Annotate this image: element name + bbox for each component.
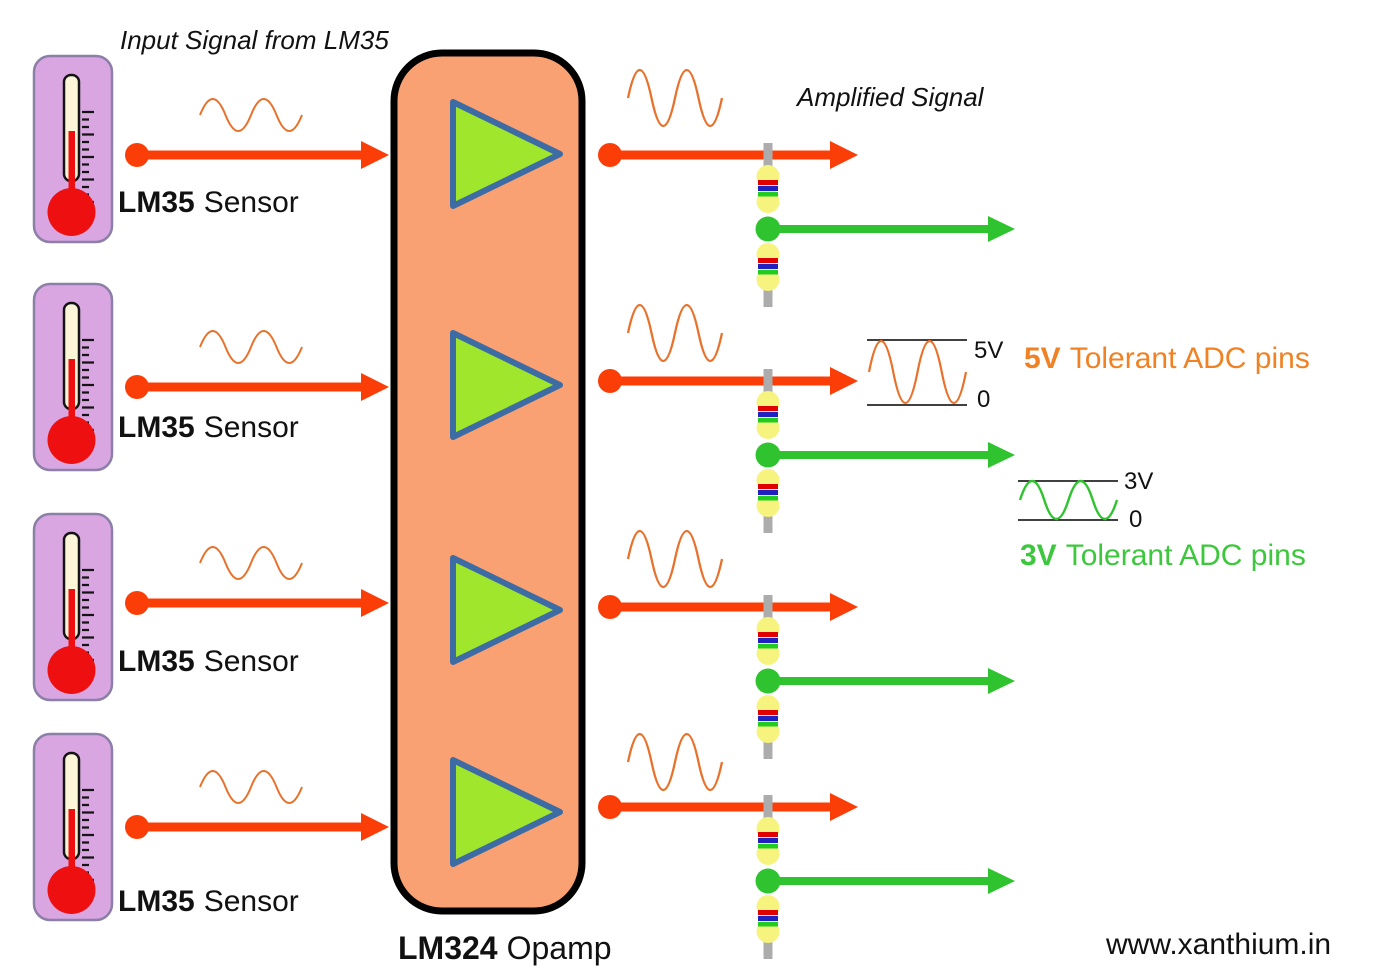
divided-output-arrow — [768, 216, 1015, 242]
thermometer-icon — [32, 282, 114, 472]
input-sine-wave-icon — [199, 546, 303, 580]
resistor-divider — [756, 795, 781, 959]
thermometer-icon — [32, 512, 114, 702]
divided-output-arrow — [768, 442, 1015, 468]
website-label: www.xanthium.in — [1105, 928, 1331, 961]
input-sine-wave-icon — [199, 330, 303, 364]
input-arrow — [125, 373, 389, 401]
amplified-sine-wave-icon — [626, 68, 724, 128]
voltage-bound-lines — [867, 339, 967, 406]
amplified-sine-wave-icon — [626, 303, 724, 363]
amplified-sine-wave-icon — [626, 529, 724, 589]
lm324-opamp-block — [390, 49, 586, 915]
5v-sine-wave-icon — [867, 339, 968, 405]
5v-zero-label: 0 — [977, 386, 990, 413]
adc-5v-waveform-annotation: 5V 0 — [867, 337, 1003, 413]
input-sine-wave-icon — [199, 770, 303, 804]
resistor-divider — [756, 595, 781, 759]
resistor-divider — [756, 143, 781, 307]
input-arrow — [125, 813, 389, 841]
amplified-sine-wave-icon — [626, 732, 724, 792]
divided-output-arrow — [768, 668, 1015, 694]
thermometer-icon — [32, 54, 114, 244]
input-signal-title: Input Signal from LM35 — [120, 25, 389, 55]
input-arrow — [125, 141, 389, 169]
resistor-divider — [756, 369, 781, 533]
3v-sine-wave-icon — [1018, 479, 1119, 521]
output-arrow — [598, 367, 858, 395]
amplified-signal-title: Amplified Signal — [795, 82, 985, 112]
input-sine-wave-icon — [199, 98, 303, 132]
thermometer-icon — [32, 732, 114, 922]
5v-level-label: 5V — [974, 337, 1003, 364]
divided-output-arrow — [768, 868, 1015, 894]
opamp-body — [390, 49, 586, 915]
input-arrow — [125, 589, 389, 617]
3v-zero-label: 0 — [1129, 506, 1142, 533]
adc-3v-waveform-annotation: 3V 0 — [1018, 468, 1153, 533]
output-arrow — [598, 593, 858, 621]
output-arrow — [598, 793, 858, 821]
output-arrow — [598, 141, 858, 169]
3v-level-label: 3V — [1124, 468, 1153, 495]
